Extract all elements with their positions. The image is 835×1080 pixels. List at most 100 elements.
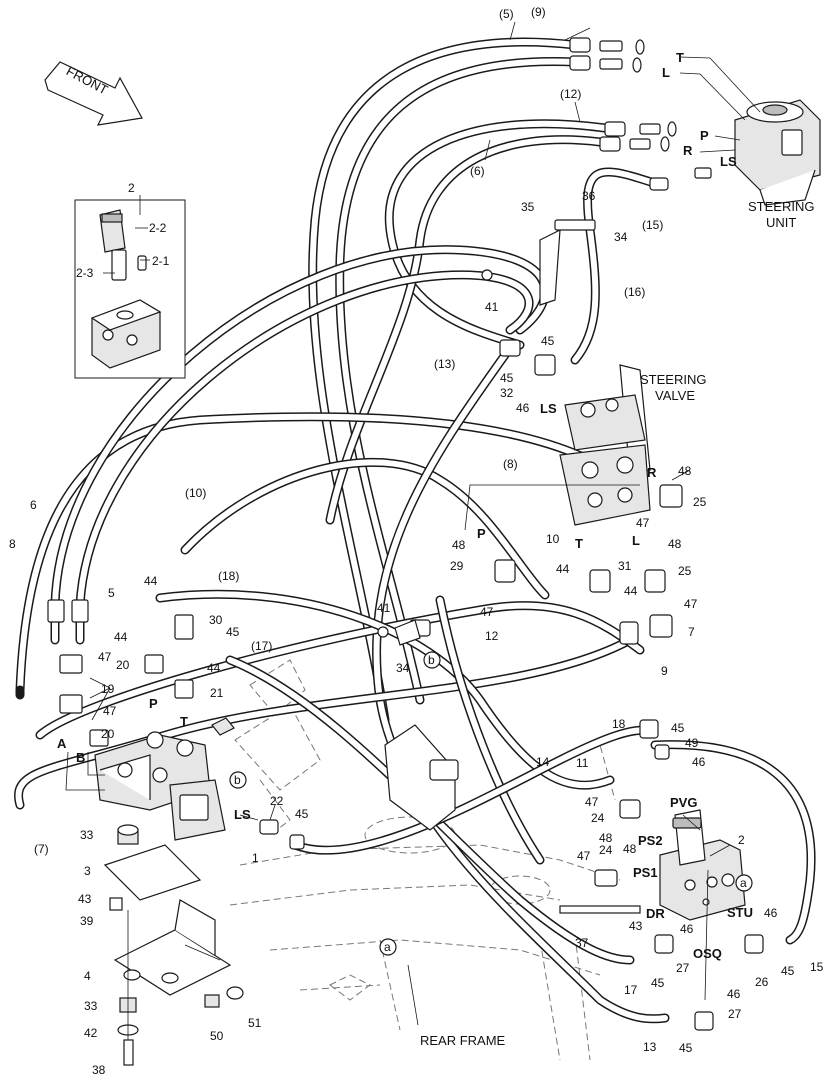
inset-label-2-2: 2-2 — [149, 221, 167, 235]
pv-port-OSQ: OSQ — [693, 946, 722, 961]
steering-valve-title-1: STEERING — [640, 372, 706, 387]
callout: 51 — [248, 1016, 262, 1030]
inset-label-2-1: 2-1 — [152, 254, 170, 268]
leader-lines — [65, 21, 761, 1040]
callout: 10 — [546, 532, 560, 546]
hose-17 — [225, 655, 635, 965]
steering-unit-title-2: UNIT — [766, 215, 796, 230]
callout: 46 — [764, 906, 778, 920]
steering-unit-title-1: STEERING — [748, 199, 814, 214]
callout: 44 — [556, 562, 570, 576]
callout: (7) — [34, 842, 49, 856]
hose-12-6 — [325, 119, 610, 525]
block-port-B: B — [76, 750, 85, 765]
callout: 29 — [450, 559, 464, 573]
sv-port-T: T — [575, 536, 583, 551]
callout: 45 — [651, 976, 665, 990]
callout: 45 — [679, 1041, 693, 1055]
callout: 47 — [684, 597, 698, 611]
front-arrow — [44, 61, 143, 126]
su-port-P: P — [700, 128, 709, 143]
callout: 44 — [144, 574, 158, 588]
callout: 38 — [92, 1063, 106, 1077]
callout: 46 — [727, 987, 741, 1001]
callout: 44 — [624, 584, 638, 598]
callout: 21 — [210, 686, 224, 700]
su-port-L: L — [662, 65, 670, 80]
sv-port-R: R — [647, 465, 657, 480]
callout: 44 — [207, 661, 221, 675]
pv-port-PVG: PVG — [670, 795, 697, 810]
sv-port-P: P — [477, 526, 486, 541]
callout: 6 — [30, 498, 37, 512]
callout: 48 — [623, 842, 637, 856]
callout: 24 — [599, 843, 613, 857]
marker-a-1: a — [740, 876, 747, 890]
callout: 47 — [577, 849, 591, 863]
callout: 33 — [84, 999, 98, 1013]
callout: 3 — [84, 864, 91, 878]
callout: 45 — [226, 625, 240, 639]
callout: 44 — [114, 630, 128, 644]
callout: 46 — [692, 755, 706, 769]
su-port-R: R — [683, 143, 693, 158]
inset-label-2-3: 2-3 — [76, 266, 94, 280]
su-port-T: T — [676, 50, 684, 65]
brackets — [103, 219, 641, 1066]
block-port-A: A — [57, 736, 67, 751]
callout: 41 — [485, 300, 499, 314]
fittings — [47, 37, 764, 1031]
callout: 41 — [377, 601, 391, 615]
callout: 45 — [671, 721, 685, 735]
callout: 50 — [210, 1029, 224, 1043]
hose-14-11 — [290, 595, 650, 865]
callout: 25 — [678, 564, 692, 578]
callout: (8) — [503, 457, 518, 471]
callout: 33 — [80, 828, 94, 842]
callout: 15 — [810, 960, 824, 974]
block-port-P: P — [149, 696, 158, 711]
callout: (15) — [642, 218, 663, 232]
block-fittings — [47, 599, 194, 747]
callout: 34 — [614, 230, 628, 244]
callout: (9) — [531, 5, 546, 19]
callout: 42 — [84, 1026, 98, 1040]
callout: 27 — [676, 961, 690, 975]
callout: 46 — [680, 922, 694, 936]
callout: 19 — [101, 682, 115, 696]
callout: 26 — [755, 975, 769, 989]
callout: 13 — [643, 1040, 657, 1054]
callout: 11 — [576, 756, 589, 770]
callout: 5 — [108, 586, 115, 600]
callout: 47 — [98, 650, 112, 664]
callout: 34 — [396, 661, 410, 675]
callout: 7 — [688, 625, 695, 639]
callout: (5) — [499, 7, 514, 21]
callout: 20 — [116, 658, 130, 672]
callout: 45 — [781, 964, 795, 978]
callout: 8 — [9, 537, 16, 551]
markers — [229, 651, 753, 956]
callout: 48 — [668, 537, 682, 551]
callout: 45 — [500, 371, 514, 385]
steering-valve-title-2: VALVE — [655, 388, 695, 403]
callout: 17 — [624, 983, 638, 997]
callout: 9 — [661, 664, 668, 678]
callout: (13) — [434, 357, 455, 371]
valve-block — [94, 731, 226, 841]
callout: 12 — [485, 629, 499, 643]
callouts: (5) (9) (12) (6) (15) (16) (13) (8) (10)… — [9, 5, 824, 1077]
callout: 18 — [612, 717, 626, 731]
callout: 25 — [693, 495, 707, 509]
callout: 45 — [295, 807, 309, 821]
su-port-LS: LS — [720, 154, 737, 169]
callout: (12) — [560, 87, 581, 101]
callout: 37 — [575, 936, 589, 950]
inset-box — [74, 199, 186, 379]
pv-port-DR: DR — [646, 906, 665, 921]
marker-b-1: b — [428, 653, 435, 667]
callout: (17) — [251, 639, 272, 653]
callout: 35 — [521, 200, 535, 214]
callout: 14 — [536, 755, 550, 769]
